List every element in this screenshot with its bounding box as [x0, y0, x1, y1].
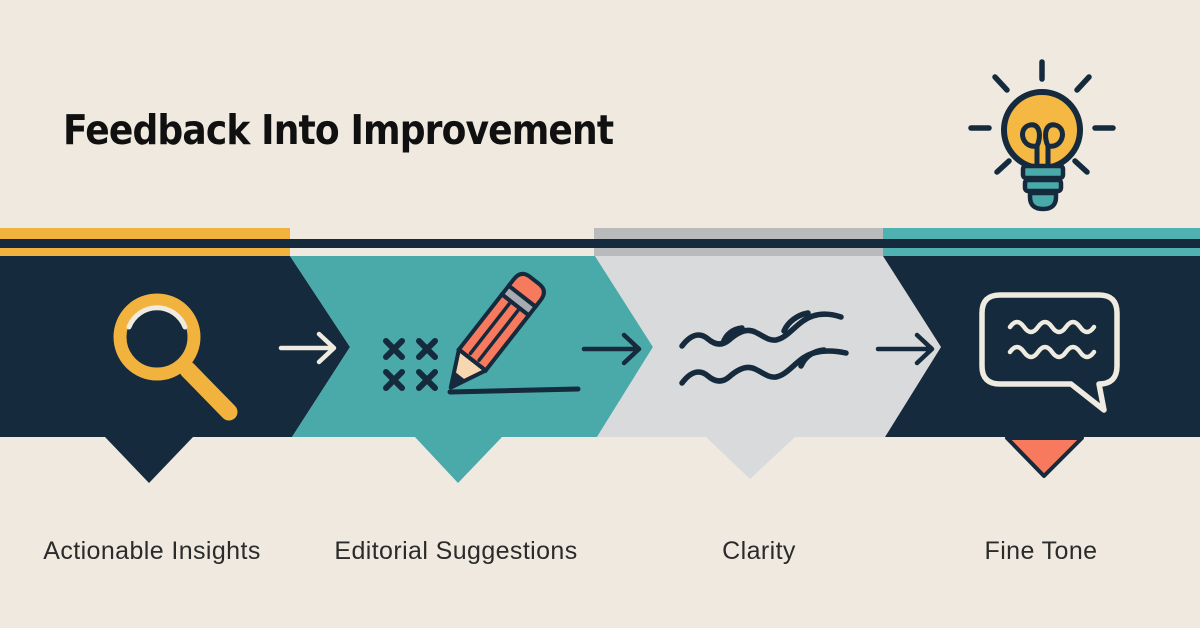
step-1-chevron: [0, 256, 350, 437]
lightbulb-base-band: [1020, 163, 1066, 181]
magnifier-glare: [126, 305, 188, 330]
arrow-right-icon-3: [875, 332, 935, 366]
magnifier-icon: [113, 293, 238, 421]
bubble-text-wave: [1007, 319, 1097, 335]
lightbulb-rays: [968, 59, 1116, 175]
lightbulb-filament: [1020, 122, 1065, 167]
magnifier-handle: [179, 361, 238, 421]
step-pointers: [105, 436, 1084, 483]
step-1-pointer: [105, 437, 193, 483]
step-2-pointer: [415, 437, 502, 483]
step-4-pointer: [1005, 436, 1084, 478]
pencil-eraser: [506, 271, 546, 309]
lightbulb-glass: [1001, 89, 1083, 171]
step-label-actionable-insights: Actionable Insights: [43, 537, 261, 565]
wave-line: [679, 311, 844, 349]
step-label-clarity: Clarity: [722, 537, 796, 565]
wave-accent: [781, 310, 811, 334]
lightbulb-base-band: [1022, 177, 1064, 194]
pencil-body-group: [448, 271, 546, 390]
x-mark: [383, 369, 405, 391]
pencil-ridges: [468, 302, 520, 362]
pencil-underline: [447, 386, 581, 395]
divider-line: [0, 239, 1200, 248]
pencil-graphite: [450, 371, 466, 388]
x-mark: [416, 338, 438, 360]
step-3-pointer: [706, 437, 795, 479]
speech-bubble-outline: [979, 292, 1120, 413]
magnifier-lens: [113, 293, 201, 381]
accent-stripes: [0, 228, 1200, 256]
step-label-fine-tone: Fine Tone: [984, 537, 1098, 565]
step-label-editorial-suggestions: Editorial Suggestions: [334, 537, 578, 565]
arrow-right-icon-2: [581, 332, 642, 366]
lightbulb-icon: [968, 59, 1116, 212]
x-mark: [383, 338, 405, 360]
page-title: Feedback Into Improvement: [63, 106, 614, 154]
lightbulb-base-cup: [1027, 190, 1059, 212]
x-mark: [416, 369, 438, 391]
speech-bubble-icon: [979, 292, 1120, 413]
wave-accent: [720, 325, 745, 346]
bubble-text-wave: [1007, 344, 1097, 360]
pencil-icon: [447, 271, 581, 395]
wave-accent: [798, 347, 827, 369]
x-marks-icon: [383, 338, 438, 391]
wavy-lines-icon: [679, 310, 849, 386]
arrow-right-icon-1: [278, 331, 337, 365]
step-3-chevron: [595, 256, 941, 437]
